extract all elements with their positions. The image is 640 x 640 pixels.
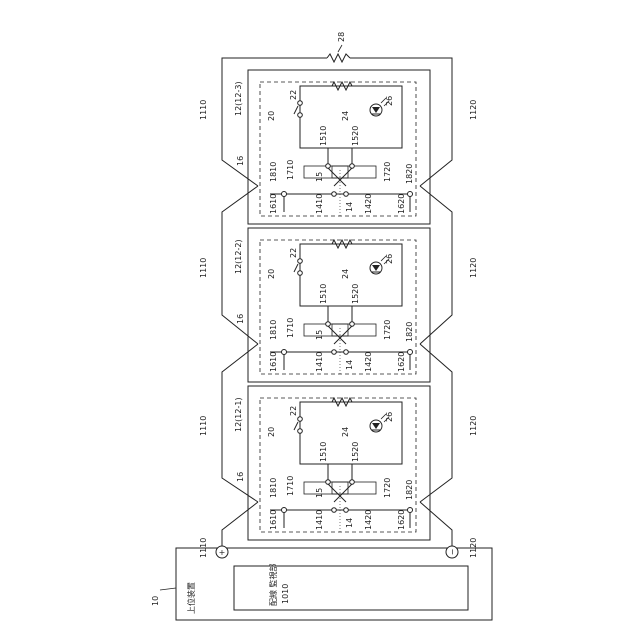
ref-26-label: 26 [385,412,394,422]
ref-16-label: 16 [236,156,245,166]
controller-ref-label: 1010 [281,584,290,604]
resistor-28-icon [327,54,350,62]
ref-1410-label: 1410 [315,194,324,214]
ref-26-label: 26 [385,96,394,106]
ref-20-label: 20 [267,427,276,437]
ref-24-label: 24 [341,269,350,279]
ref-1820-label: 1820 [405,322,414,342]
ref-1420-label: 1420 [364,352,373,372]
wire-ref-label: 1120 [469,416,478,436]
ref-1710-label: 1710 [286,476,295,496]
ref-1620-label: 1620 [397,352,406,372]
wire-ref-label: 1120 [469,258,478,278]
outer-wires [222,62,452,548]
ref-1520-label: 1520 [351,126,360,146]
ref-1810-label: 1810 [269,162,278,182]
ref-15-label: 15 [315,172,324,182]
ref-1420-label: 1420 [364,510,373,530]
resistor-28-label: 28 [337,32,346,42]
ref-1410-label: 1410 [315,510,324,530]
controller-name-label: 配線 監視部 [268,563,278,606]
wire-ref-label: 1120 [469,100,478,120]
ref-1720-label: 1720 [383,478,392,498]
ref-1510-label: 1510 [319,442,328,462]
ref-1510-label: 1510 [319,284,328,304]
ref-15-label: 15 [315,330,324,340]
ref-1810-label: 1810 [269,320,278,340]
ref-24-label: 24 [341,111,350,121]
ref-20-label: 20 [267,269,276,279]
ref-1510-label: 1510 [319,126,328,146]
ref-1420-label: 1420 [364,194,373,214]
ref-1810-label: 1810 [269,478,278,498]
ref-14-label: 14 [345,518,354,528]
ref-1820-label: 1820 [405,480,414,500]
ref-14-label: 14 [345,360,354,370]
ref-16-label: 16 [236,314,245,324]
ref-1610-label: 1610 [269,194,278,214]
module-id-label: 12(12-2) [234,239,243,274]
ref-1520-label: 1520 [351,284,360,304]
ref-1710-label: 1710 [286,160,295,180]
module-id-label: 12(12-1) [234,397,243,432]
ref-1610-label: 1610 [269,352,278,372]
wire-ref-label: 1110 [199,416,208,436]
ref-22-label: 22 [289,406,298,416]
ref-15-label: 15 [315,488,324,498]
ref-1610-label: 1610 [269,510,278,530]
plus-terminal-label: + [219,548,226,557]
ref-1820-label: 1820 [405,164,414,184]
ref-1720-label: 1720 [383,162,392,182]
ref-26-label: 26 [385,254,394,264]
ref-20-label: 20 [267,111,276,121]
host-ref-label: 10 [151,596,160,606]
ref-14-label: 14 [345,202,354,212]
ref-1620-label: 1620 [397,510,406,530]
wire-ref-label: 1110 [199,258,208,278]
module-id-label: 12(12-3) [234,81,243,116]
ref-16-label: 16 [236,472,245,482]
top-wiring: 28 [222,32,452,62]
ref-22-label: 22 [289,248,298,258]
ref-22-label: 22 [289,90,298,100]
host-title-label: 上位装置 [186,582,196,614]
minus-terminal-label: − [448,549,457,556]
ref-1410-label: 1410 [315,352,324,372]
ref-1620-label: 1620 [397,194,406,214]
wire-ref-label: 1110 [199,100,208,120]
ref-1520-label: 1520 [351,442,360,462]
ref-24-label: 24 [341,427,350,437]
ref-1710-label: 1710 [286,318,295,338]
ref-1720-label: 1720 [383,320,392,340]
